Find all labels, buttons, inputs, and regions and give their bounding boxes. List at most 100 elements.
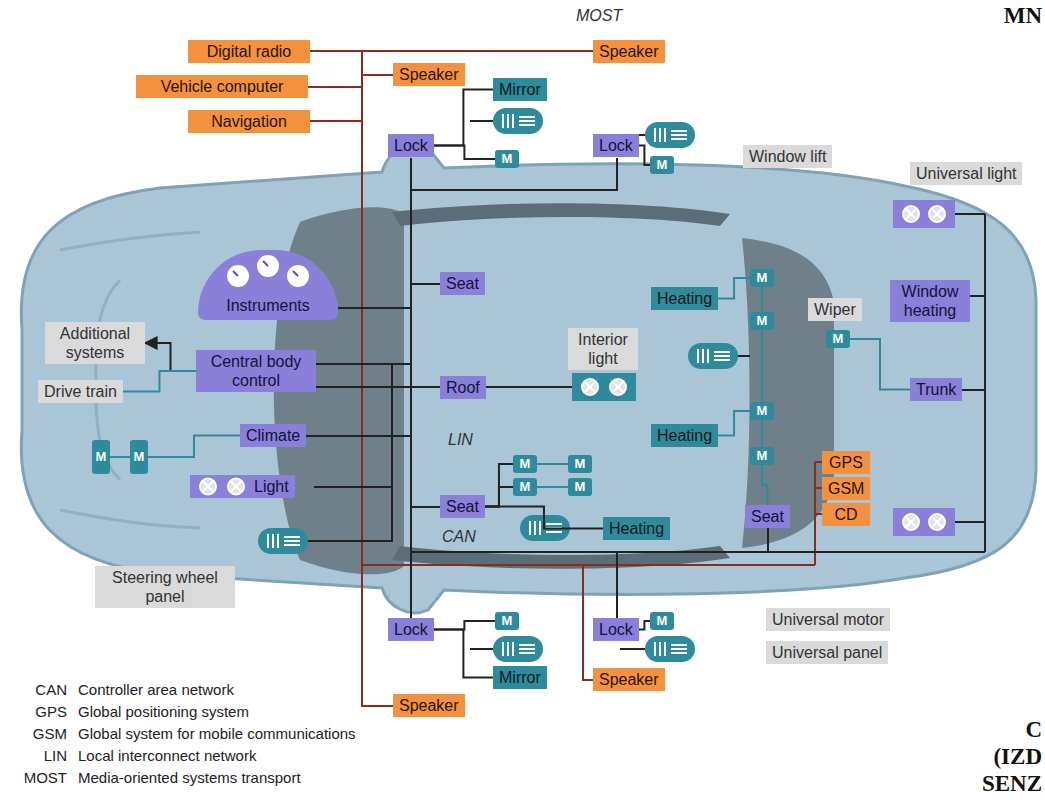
box-label: GSM [828,479,864,498]
box-label: Heating [657,426,712,445]
box-label: Steering wheel panel [101,568,229,606]
abbreviation-text: GSM [33,724,67,743]
box-label: M [92,440,110,474]
box-label: Universal light [916,164,1016,183]
legend-tag: Drive train [38,380,123,403]
box-label: Light [254,477,289,496]
dial-needle [293,271,298,276]
box-label: Mirror [499,80,541,99]
connector-line [123,371,196,392]
box-label: Trunk [916,380,956,399]
motor-icon: M [495,150,519,168]
lock-box: Lock [593,618,639,641]
connector-line [145,343,196,371]
box-label: Mirror [499,668,541,687]
dial-needle [263,261,268,266]
motor-icon: M [92,440,110,474]
connector-line [639,621,650,630]
connector-line [761,330,763,402]
abbreviation-text: GPS [35,702,67,721]
instruments-box: Instruments [198,250,338,320]
connector-line [485,464,513,507]
box-label: M [495,150,519,168]
heating-box: Heating [651,287,718,310]
connector-line [434,146,495,160]
motor-icon: M [650,612,674,630]
dial [287,265,309,287]
connector-line [850,339,910,390]
box-label: Seat [446,274,479,293]
box-label: M [513,455,537,473]
legend-tag: Universal panel [766,641,888,664]
car-body [21,145,1036,612]
box-label: Digital radio [194,42,304,61]
box-label: M [650,156,674,174]
box-label: M [750,447,774,465]
motor-icon: M [568,455,592,473]
rear-window [742,238,834,548]
box-label: Window heating [896,282,964,320]
connector-line [639,146,650,166]
speaker-box: Speaker [393,63,465,86]
roof-box: Roof [440,376,486,399]
connector-line [761,287,763,312]
box-label: M [826,330,850,348]
legend-tag: Universal motor [766,608,890,631]
box-label: M [750,312,774,330]
legend-tag: Universal light [910,162,1022,185]
dial [227,265,249,287]
box-label: M [568,455,592,473]
box-label: Interior light [574,330,632,368]
legend-tag: Window lift [743,145,832,168]
box-label: Vehicle computer [142,77,302,96]
most-device-box: Digital radio [188,40,310,63]
lin-can-bus [298,158,985,618]
speaker-box: Speaker [593,40,665,63]
abbreviation-text: Media-oriented systems transport [78,768,301,787]
connector-line [537,486,568,488]
connector-line [485,507,603,529]
most-device-box: Navigation [188,110,310,133]
box-label: Navigation [194,112,304,131]
connector-line [110,456,130,458]
box-label: Speaker [399,65,459,84]
connector-line [485,487,513,507]
connector-line [762,465,767,505]
box-label: GPS [828,453,864,472]
box-label: M [750,269,774,287]
box-label: Central body control [202,352,310,390]
central-body-control-box: Central body control [196,350,316,392]
dial [257,255,279,277]
most-device-box: Vehicle computer [136,75,308,98]
climate-box: Climate [240,424,306,447]
dial-needle [233,271,238,276]
window-heating-box: Window heating [890,280,970,322]
light-box: Light [190,475,295,498]
motor-icon: M [513,455,537,473]
motor-icon: M [750,402,774,420]
box-label: Speaker [599,42,659,61]
speaker-box: Speaker [393,694,465,717]
seat-box: Seat [440,272,485,295]
motor-icon: M [568,478,592,496]
abbreviation-text: Global positioning system [78,702,249,721]
lamp-cross [230,481,242,493]
cd-box: CD [822,503,870,526]
box-label: M [495,612,519,630]
box-label: Universal motor [772,610,884,629]
connector-line [718,411,750,436]
motor-icon: M [130,440,148,474]
box-label: M [568,478,592,496]
box-label: M [130,440,148,474]
lamp-icons [194,475,254,498]
connector-line [148,436,240,458]
box-label: Seat [446,497,479,516]
universal-panel-icon [258,108,738,662]
connector-line [434,630,493,678]
box-label: Speaker [599,670,659,689]
box-label: M [513,478,537,496]
box-label: Wiper [814,300,856,319]
motor-icon: M [826,330,850,348]
